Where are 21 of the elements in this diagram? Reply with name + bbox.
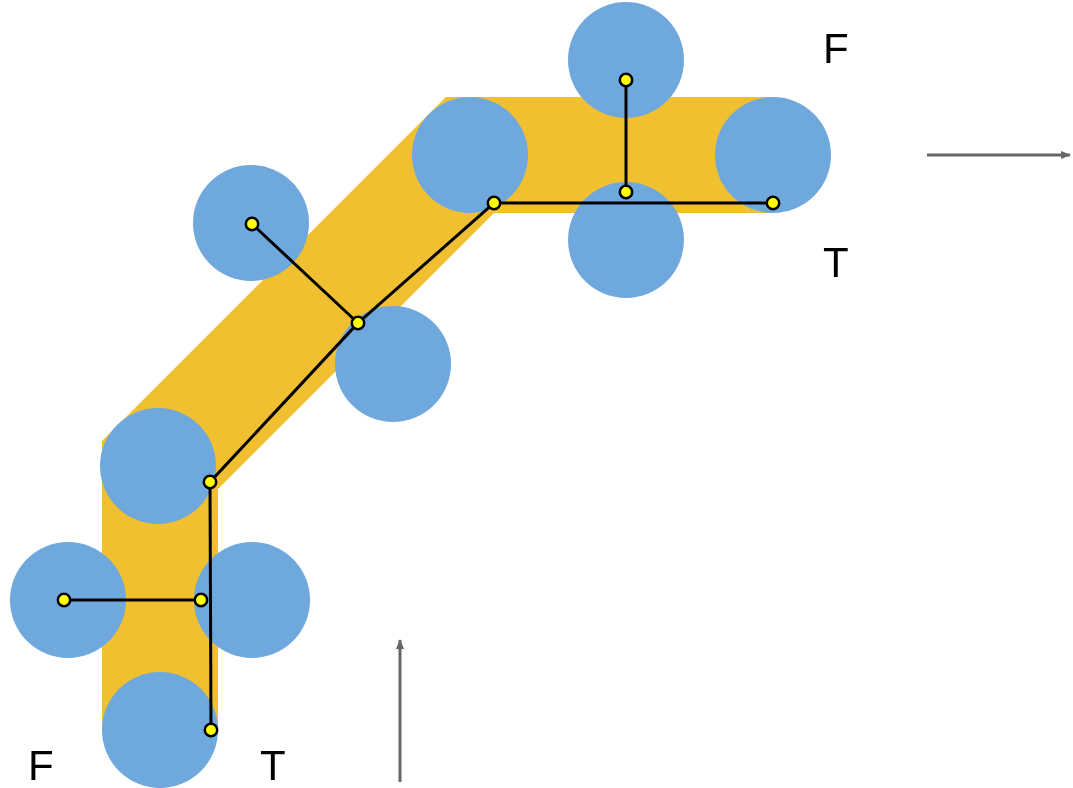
connector-line [71, 598, 194, 602]
connector-line [624, 87, 628, 185]
junction-dot [765, 195, 781, 211]
junction-dot [350, 315, 366, 331]
junction-dot [618, 72, 634, 88]
end-label: F [28, 745, 54, 787]
end-label: T [823, 242, 849, 284]
connector-line [362, 206, 490, 320]
junction-dot [56, 592, 72, 608]
connector-line [256, 227, 354, 320]
end-label: F [823, 28, 849, 70]
junction-dot [203, 722, 219, 738]
end-label: T [260, 745, 286, 787]
connector-line [213, 327, 355, 478]
junction-dot [244, 216, 260, 232]
junction-dot [193, 592, 209, 608]
junction-dot [202, 474, 218, 490]
connector-line [208, 489, 213, 723]
connector-line [501, 201, 766, 205]
junction-dot [486, 195, 502, 211]
junction-dot [618, 184, 634, 200]
